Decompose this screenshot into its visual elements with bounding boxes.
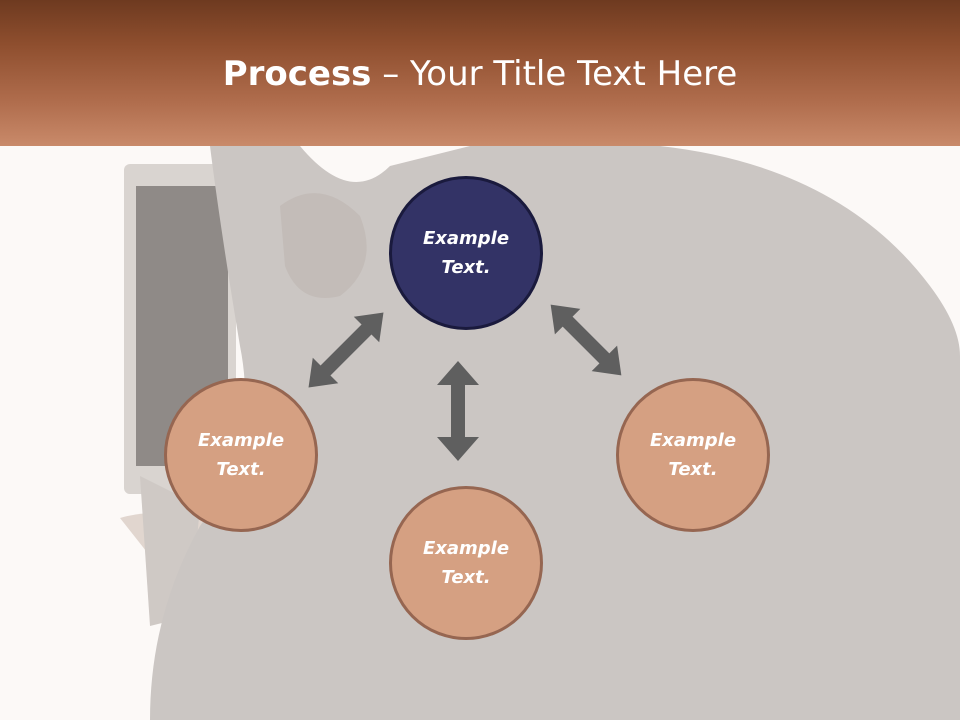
node-text-line2: Text.: [441, 257, 491, 278]
title-banner: Process – Your Title Text Here: [0, 0, 960, 146]
node-text-line1: Example: [649, 430, 737, 451]
left-node: Example Text.: [164, 378, 318, 532]
right-node: Example Text.: [616, 378, 770, 532]
bottom-node: Example Text.: [389, 486, 543, 640]
title-bold-part: Process: [222, 54, 372, 94]
double-arrow-vertical: [437, 361, 479, 461]
center-node: Example Text.: [389, 176, 543, 330]
node-text-line1: Example: [422, 228, 510, 249]
slide-title: Process – Your Title Text Here: [0, 52, 960, 96]
node-text-line1: Example: [422, 538, 510, 559]
node-text-line2: Text.: [668, 459, 718, 480]
double-arrow-right: [550, 304, 622, 376]
title-rest-part: – Your Title Text Here: [371, 54, 738, 94]
person-silhouette: [150, 146, 960, 720]
node-text-line1: Example: [197, 430, 285, 451]
node-text-line2: Text.: [216, 459, 266, 480]
double-arrow-left: [308, 312, 384, 388]
node-text-line2: Text.: [441, 567, 491, 588]
